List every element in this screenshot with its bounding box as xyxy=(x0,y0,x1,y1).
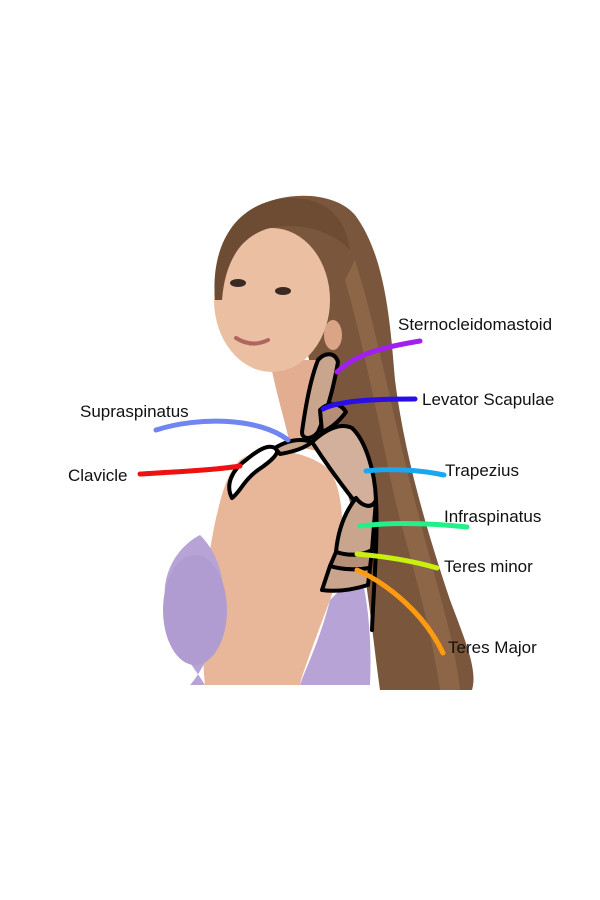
face xyxy=(214,228,330,372)
label-levator-scapulae: Levator Scapulae xyxy=(422,390,554,409)
line-teres-major xyxy=(354,567,446,656)
label-clavicle: Clavicle xyxy=(68,466,128,485)
label-supraspinatus: Supraspinatus xyxy=(80,402,189,421)
eye-right xyxy=(275,287,291,295)
line-infraspinatus xyxy=(357,521,470,530)
label-teres-major: Teres Major xyxy=(448,638,537,657)
line-levator-scapulae xyxy=(320,396,418,412)
photo-figure xyxy=(163,195,474,690)
ear xyxy=(324,320,342,350)
line-supraspinatus xyxy=(153,418,291,443)
spine-outline xyxy=(370,498,379,632)
label-infraspinatus: Infraspinatus xyxy=(444,507,541,526)
muscle-drawings xyxy=(227,352,379,632)
eye-left xyxy=(230,279,246,287)
hair-strands xyxy=(345,260,460,690)
shoulder-arm xyxy=(203,450,343,685)
chest xyxy=(163,555,227,665)
label-teres-minor: Teres minor xyxy=(444,557,533,576)
line-teres-minor xyxy=(354,551,440,571)
hair-top xyxy=(214,198,350,300)
teres-major-muscle xyxy=(320,564,372,593)
labels: Sternocleidomastoid Levator Scapulae Sup… xyxy=(68,315,554,657)
line-trapezius xyxy=(363,467,447,478)
mouth xyxy=(234,336,270,346)
label-sternocleidomastoid: Sternocleidomastoid xyxy=(398,315,552,334)
leader-lines xyxy=(137,338,470,656)
label-trapezius: Trapezius xyxy=(445,461,519,480)
sternocleidomastoid-muscle xyxy=(300,352,340,440)
line-clavicle xyxy=(137,463,243,477)
line-sternocleidomastoid xyxy=(334,338,423,375)
supraspinatus-muscle xyxy=(273,438,314,456)
